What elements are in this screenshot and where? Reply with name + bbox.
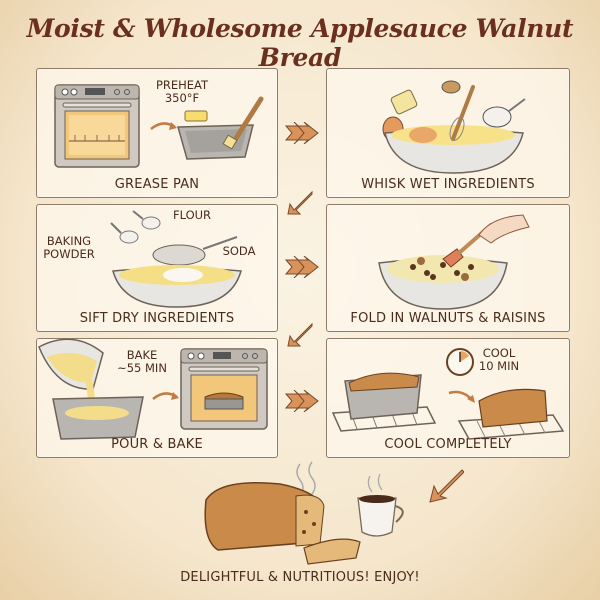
arrow-icon: [284, 256, 320, 278]
loaf-pan-icon: [173, 95, 273, 165]
butter-icon: [184, 110, 208, 122]
cool-time-label: 10 MIN: [478, 359, 520, 373]
oven-icon: [179, 347, 269, 431]
curved-arrow-icon: [447, 387, 477, 405]
curved-arrow-icon: [151, 387, 181, 405]
arrow-icon: [284, 322, 314, 348]
step-panel-cool: COOL 10 MIN COOL COMPLETELY: [326, 338, 570, 458]
flour-note: FLOUR: [172, 208, 212, 222]
step-panel-grease-pan: PREHEAT 350°F GREASE PAN: [36, 68, 278, 198]
hand-icon: [478, 214, 530, 244]
baking-label: BAKING: [46, 234, 92, 248]
arrow-icon: [284, 122, 320, 144]
step-label: GREASE PAN: [114, 177, 200, 192]
timer-icon: [445, 347, 475, 377]
page-title: Moist & Wholesome Applesauce Walnut Brea…: [26, 14, 574, 72]
mixing-bowl-icon: [373, 213, 543, 313]
curved-arrow-icon: [149, 117, 179, 135]
step-label: COOL COMPLETELY: [384, 437, 512, 452]
bake-note: BAKE ~55 MIN: [117, 349, 167, 375]
step-panel-fold-in: FOLD IN WALNUTS & RAISINS: [326, 204, 570, 332]
step-panel-pour-bake: BAKE ~55 MIN POUR & BAKE: [36, 338, 278, 458]
oven-icon: [53, 83, 141, 171]
soda-note: SODA: [222, 244, 256, 258]
bread-loaf-icon: [457, 381, 567, 441]
bread-slice-icon: [303, 538, 361, 565]
bake-label: BAKE: [126, 348, 158, 362]
cool-label: COOL: [482, 346, 516, 360]
footer-message: DELIGHTFUL & NUTRITIOUS! ENJOY!: [180, 570, 420, 585]
preheat-note: PREHEAT 350°F: [147, 79, 217, 105]
bread-loaf-icon: [204, 481, 321, 551]
arrow-icon: [284, 390, 320, 412]
whisk-icon: [451, 85, 475, 141]
bake-time-label: ~55 MIN: [117, 361, 167, 375]
step-label: POUR & BAKE: [111, 437, 203, 452]
arrow-icon: [424, 468, 464, 504]
sieve-icon: [107, 209, 247, 309]
step-panel-sift-dry: FLOUR BAKING POWDER SODA SIFT DRY INGRED…: [36, 204, 278, 332]
powder-label: POWDER: [43, 247, 95, 261]
cool-note: COOL 10 MIN: [477, 347, 521, 373]
final-bread-illustration: [200, 456, 420, 568]
coffee-cup-icon: [357, 497, 397, 537]
step-label: WHISK WET INGREDIENTS: [361, 177, 535, 192]
temperature-label: 350°F: [164, 91, 200, 105]
step-label: SIFT DRY INGREDIENTS: [79, 311, 235, 326]
baking-powder-note: BAKING POWDER: [39, 235, 99, 261]
arrow-icon: [284, 190, 314, 216]
pour-batter-icon: [33, 333, 153, 443]
mixing-bowl-icon: [373, 77, 533, 177]
step-panel-whisk-wet: WHISK WET INGREDIENTS: [326, 68, 570, 198]
preheat-label: PREHEAT: [155, 78, 209, 92]
loaf-in-pan-icon: [331, 357, 441, 437]
step-label: FOLD IN WALNUTS & RAISINS: [350, 311, 546, 326]
brush-icon: [230, 96, 264, 146]
